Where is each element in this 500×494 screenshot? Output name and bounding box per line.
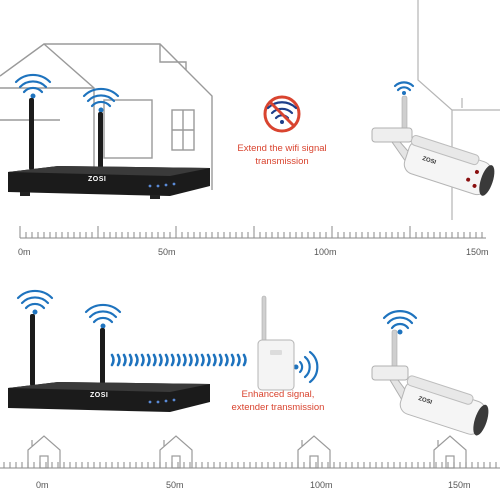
house-door xyxy=(171,455,181,469)
scale-label-0m-bottom: 0m xyxy=(36,480,49,490)
callout-line-2: transmission xyxy=(255,156,309,167)
house-door xyxy=(309,455,319,469)
house-sketch xyxy=(0,43,213,190)
top-scene xyxy=(0,0,500,220)
signal-wave xyxy=(158,353,163,367)
signal-wave xyxy=(230,353,235,367)
signal-wave xyxy=(224,353,229,367)
scale-label-0m: 0m xyxy=(18,247,31,257)
house-icon xyxy=(159,435,193,468)
signal-wave xyxy=(110,353,115,367)
callout-enhanced-line-2: extender transmission xyxy=(231,402,325,413)
scale-label-100m-bottom: 100m xyxy=(310,480,333,490)
house-icon xyxy=(297,435,331,468)
scale-label-50m: 50m xyxy=(158,247,176,257)
signal-wave xyxy=(164,353,169,367)
nvr-brand-label: ZOSI xyxy=(88,176,107,183)
signal-wave xyxy=(140,353,145,367)
signal-wave xyxy=(128,353,133,367)
signal-wave xyxy=(134,353,139,367)
nvr-recorder xyxy=(8,98,210,199)
distance-ruler xyxy=(19,226,486,239)
signal-wave xyxy=(206,353,211,367)
scale-label-50m-bottom: 50m xyxy=(166,480,184,490)
signal-wave xyxy=(236,353,241,367)
signal-wave xyxy=(218,353,223,367)
signal-wave xyxy=(182,353,187,367)
callout-extend: Extend the wifi signal transmission xyxy=(226,142,338,168)
signal-wave xyxy=(200,353,205,367)
callout-enhanced-line-1: Enhanced signal, xyxy=(241,389,315,400)
house-icon xyxy=(27,435,61,468)
signal-wave xyxy=(194,353,199,367)
signal-wave xyxy=(146,353,151,367)
signal-wave xyxy=(188,353,193,367)
signal-wave xyxy=(242,353,247,367)
scale-label-100m: 100m xyxy=(314,247,337,257)
signal-wave xyxy=(116,353,121,367)
no-wifi-icon xyxy=(263,95,301,133)
house-door xyxy=(445,455,455,469)
scale-label-150m: 150m xyxy=(466,247,489,257)
callout-line-1: Extend the wifi signal xyxy=(237,143,327,154)
house-door xyxy=(39,455,49,469)
signal-wave xyxy=(152,353,157,367)
nvr-brand-label-bottom: ZOSI xyxy=(90,392,109,399)
signal-wave xyxy=(122,353,127,367)
wifi-icon xyxy=(14,73,415,113)
signal-wave xyxy=(212,353,217,367)
house-icon xyxy=(433,435,467,468)
signal-wave xyxy=(170,353,175,367)
callout-enhanced: Enhanced signal, extender transmission xyxy=(218,388,338,414)
bullet-camera xyxy=(371,95,495,196)
signal-wave xyxy=(176,353,181,367)
scale-label-150m-bottom: 150m xyxy=(448,480,471,490)
